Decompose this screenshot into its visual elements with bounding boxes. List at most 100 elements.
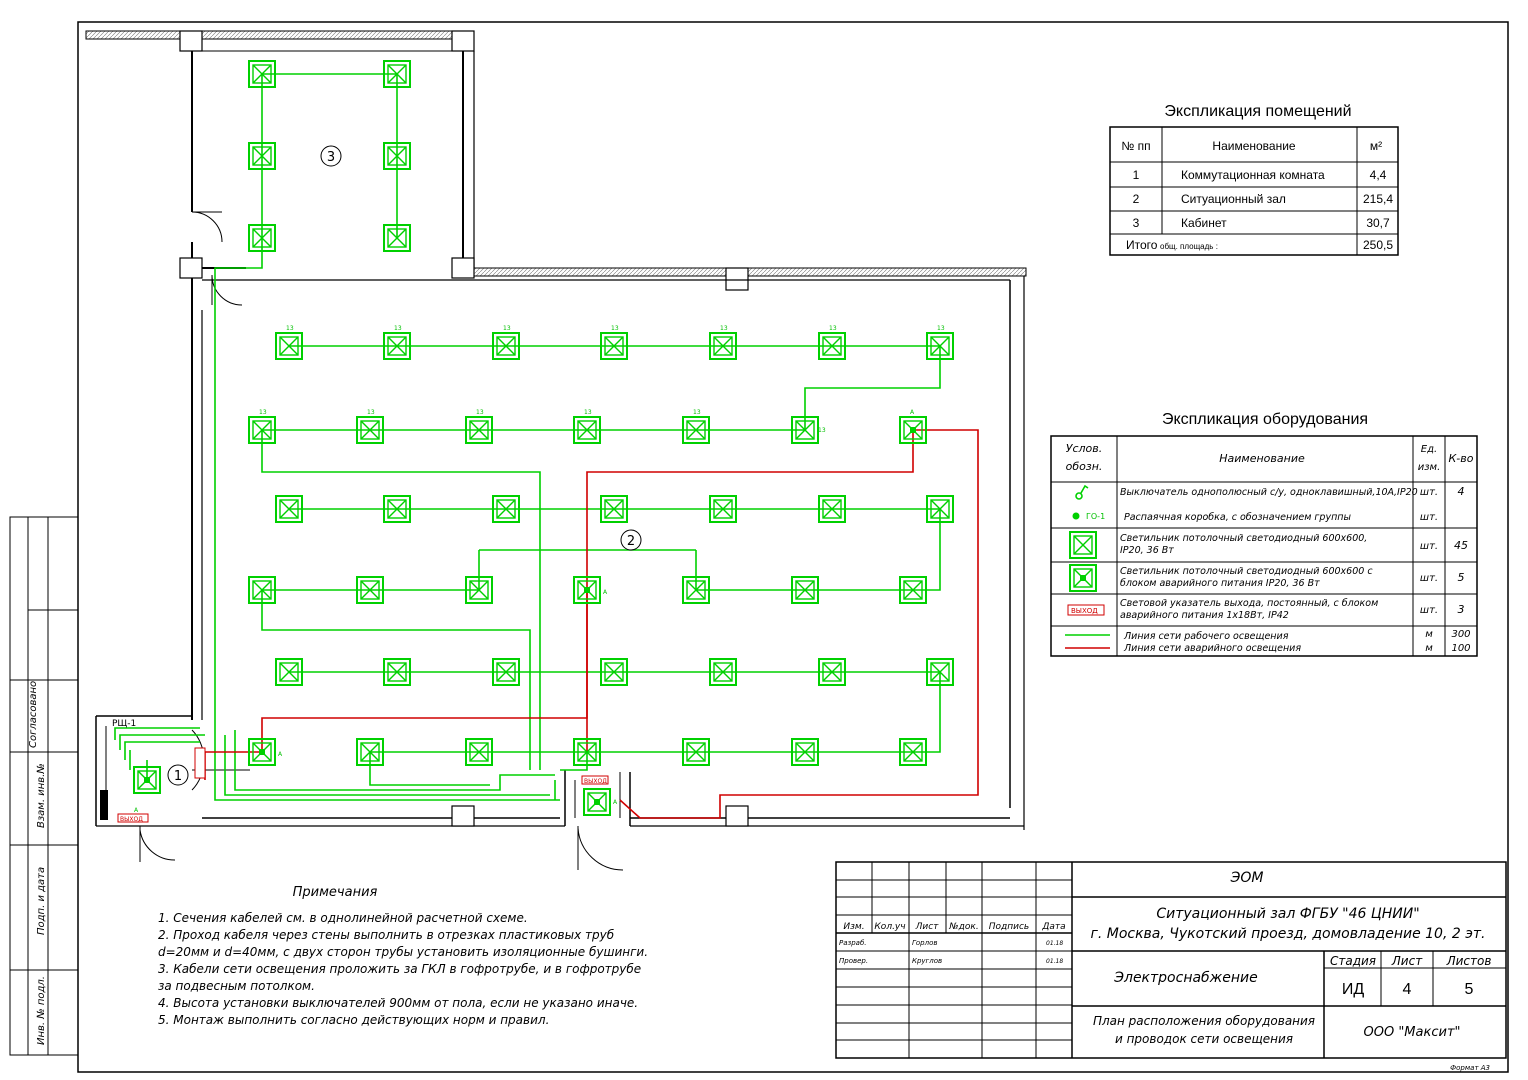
svg-text:13: 13 — [611, 325, 619, 332]
svg-text:Линия сети аварийного освещени: Линия сети аварийного освещения — [1123, 643, 1301, 654]
svg-text:13: 13 — [818, 427, 826, 434]
stamp-agreed: Согласовано — [28, 681, 39, 748]
svg-text:Ситуационный зал: Ситуационный зал — [1181, 192, 1286, 206]
walls — [85, 30, 1027, 871]
light-fixture — [791, 738, 819, 766]
light-fixture — [465, 416, 493, 444]
emergency-marks: А А А А А — [134, 409, 915, 814]
svg-text:ВЫХОД: ВЫХОД — [120, 816, 143, 823]
svg-text:13: 13 — [259, 409, 267, 416]
light-fixture — [492, 658, 520, 686]
sheet-title-1: План расположения оборудования — [1093, 1014, 1315, 1028]
light-fixture — [383, 658, 411, 686]
rooms-table-title: Экспликация помещений — [1164, 103, 1351, 120]
svg-text:Выключатель однополюсный с/у,: Выключатель однополюсный с/у, одноклавиш… — [1120, 487, 1418, 498]
svg-text:ВЫХОД: ВЫХОД — [1071, 607, 1098, 615]
svg-text:5. Монтаж выполнить согласно д: 5. Монтаж выполнить согласно действующих… — [158, 1013, 549, 1027]
emergency-light-fixture — [899, 416, 927, 444]
light-fixture — [383, 224, 411, 252]
svg-text:Горлов: Горлов — [912, 939, 938, 947]
svg-text:1. Сечения кабелей см. в однол: 1. Сечения кабелей см. в однолинейной ра… — [158, 911, 528, 925]
equipment-table-title: Экспликация оборудования — [1162, 411, 1368, 428]
svg-text:4,4: 4,4 — [1370, 168, 1387, 182]
svg-text:1: 1 — [1133, 168, 1140, 182]
sheet-value: 4 — [1403, 981, 1412, 998]
light-fixture — [492, 495, 520, 523]
emergency-light-fixture — [573, 576, 601, 604]
svg-text:Итого: Итого — [1126, 238, 1158, 252]
light-fixture — [791, 576, 819, 604]
svg-text:Световой указатель выхода, пос: Световой указатель выхода, постоянный, с… — [1120, 598, 1378, 609]
svg-text:м: м — [1425, 629, 1433, 640]
sheet-title-2: и проводок сети освещения — [1115, 1032, 1293, 1046]
svg-text:изм.: изм. — [1418, 462, 1441, 473]
stamp-inv-number: Инв. № подл. — [36, 976, 47, 1045]
svg-text:IP20, 36 Вт: IP20, 36 Вт — [1120, 545, 1174, 556]
svg-text:3. Кабели сети освещения проло: 3. Кабели сети освещения проложить за ГК… — [158, 962, 641, 976]
light-fixture — [383, 142, 411, 170]
side-stamp — [9, 516, 79, 1056]
svg-text:01.18: 01.18 — [1046, 958, 1063, 965]
light-fixture — [275, 332, 303, 360]
light-fixture — [356, 738, 384, 766]
exit-sign: ВЫХОД ВЫХОД — [117, 747, 609, 823]
light-fixture — [682, 416, 710, 444]
svg-text:Светильник потолочный светодио: Светильник потолочный светодиодный 600х6… — [1120, 566, 1373, 577]
emergency-light-fixture — [133, 766, 161, 794]
rooms-table: Экспликация помещений № пп Наименование … — [1109, 103, 1399, 256]
light-fixture — [791, 416, 819, 444]
svg-text:шт.: шт. — [1420, 512, 1438, 523]
light-fixture — [383, 60, 411, 88]
project-address: г. Москва, Чукотский проезд, домовладени… — [1090, 926, 1485, 942]
svg-text:№ пп: № пп — [1121, 139, 1150, 153]
notes: Примечания 1. Сечения кабелей см. в одно… — [158, 885, 648, 1027]
working-lighting-lines — [114, 73, 941, 801]
svg-text:Услов.: Услов. — [1066, 442, 1103, 455]
svg-text:аварийного питания 1х18Вт, IP4: аварийного питания 1х18Вт, IP42 — [1120, 610, 1289, 621]
fixture-labels: 13 13 13 13 13 13 13 13 13 13 13 13 13 — [259, 325, 945, 434]
svg-text:Линия сети рабочего освещения: Линия сети рабочего освещения — [1123, 631, 1289, 642]
svg-text:13: 13 — [367, 409, 375, 416]
room-numbers: 3 2 1 — [167, 145, 642, 786]
project-title: Ситуационный зал ФГБУ "46 ЦНИИ" — [1156, 906, 1419, 922]
svg-text:d=20мм и d=40мм, с двух сторон: d=20мм и d=40мм, с двух сторон трубы уст… — [158, 945, 648, 959]
svg-text:м²: м² — [1370, 139, 1382, 153]
svg-text:Лист: Лист — [915, 922, 940, 932]
light-fixture — [248, 416, 276, 444]
light-fixture — [248, 224, 276, 252]
light-fixture — [600, 332, 628, 360]
svg-text:3: 3 — [1458, 603, 1465, 616]
svg-text:К-во: К-во — [1449, 452, 1474, 465]
svg-text:обозн.: обозн. — [1066, 460, 1103, 473]
light-fixture — [275, 495, 303, 523]
light-fixture — [573, 738, 601, 766]
svg-text:13: 13 — [394, 325, 402, 332]
svg-text:Листов: Листов — [1446, 954, 1492, 968]
room-number-3: 3 — [327, 150, 335, 165]
svg-text:за подвесным потолком.: за подвесным потолком. — [158, 979, 315, 993]
light-fixture — [926, 332, 954, 360]
light-fixture — [600, 495, 628, 523]
light-fixture — [465, 738, 493, 766]
svg-text:250,5: 250,5 — [1363, 238, 1393, 252]
light-fixture — [818, 658, 846, 686]
light-fixture — [275, 658, 303, 686]
svg-text:Круглов: Круглов — [912, 957, 942, 965]
document-code: ЭОМ — [1230, 870, 1264, 886]
light-fixture — [383, 495, 411, 523]
title-block: Изм. Кол.уч Лист №док. Подпись Дата Разр… — [835, 861, 1507, 1072]
svg-text:блоком аварийного питания IP20: блоком аварийного питания IP20, 36 Вт — [1120, 578, 1320, 589]
light-fixture — [926, 495, 954, 523]
svg-text:Кол.уч: Кол.уч — [874, 922, 905, 932]
light-fixture — [573, 416, 601, 444]
svg-text:30,7: 30,7 — [1366, 216, 1390, 230]
room-number-1: 1 — [174, 769, 182, 784]
svg-text:м: м — [1425, 643, 1433, 654]
light-fixture — [709, 332, 737, 360]
light-fixture — [818, 332, 846, 360]
exit-sign-icon — [1067, 604, 1105, 616]
light-fixture — [682, 738, 710, 766]
svg-text:А: А — [278, 751, 283, 758]
svg-text:100: 100 — [1451, 643, 1470, 654]
stamp-replace-inv: Взам. инв.№ — [36, 763, 47, 828]
